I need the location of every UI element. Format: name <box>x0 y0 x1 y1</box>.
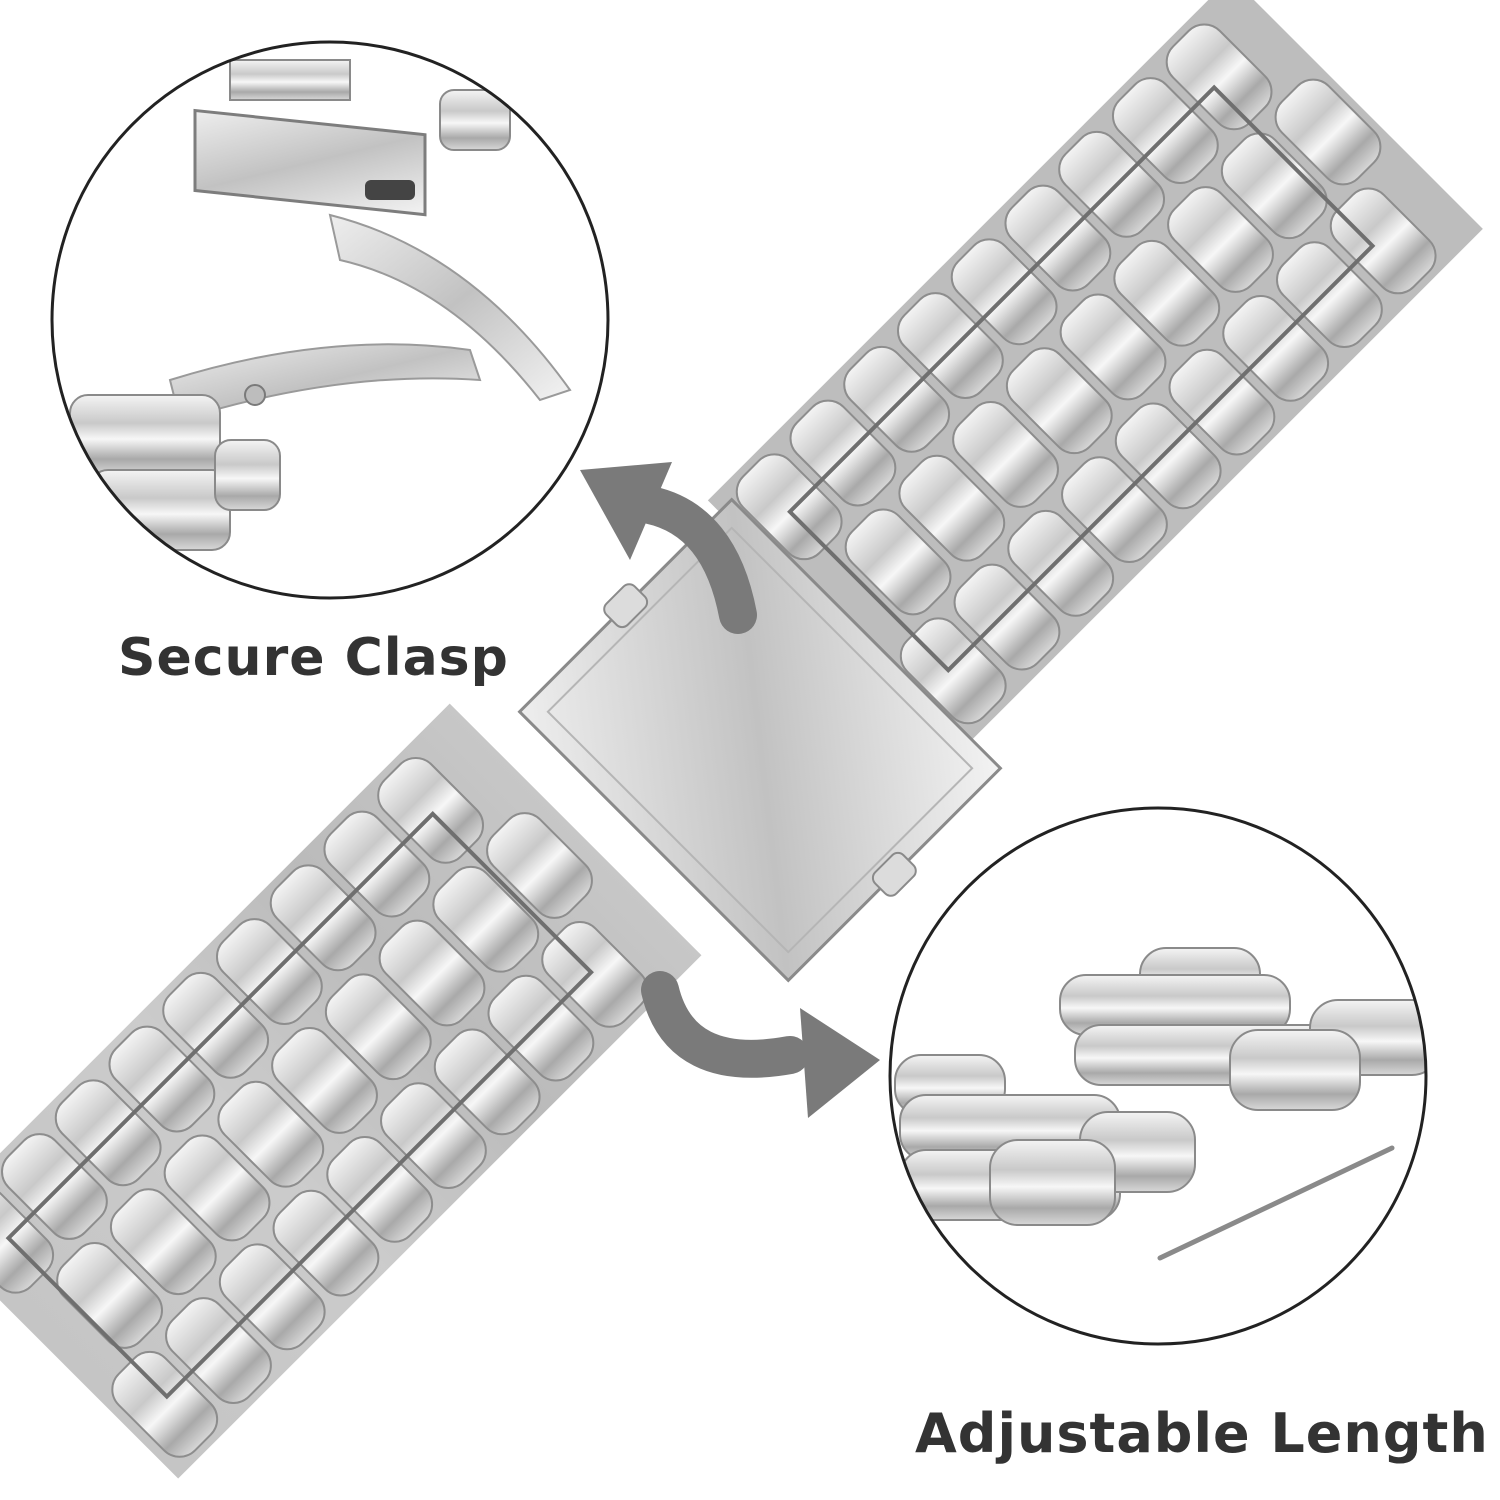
clasp-pin <box>244 384 266 406</box>
caption-adjustable-length: Adjustable Length <box>915 1402 1489 1465</box>
band-clasp <box>517 497 1003 983</box>
caption-secure-clasp: Secure Clasp <box>118 628 509 688</box>
clasp-buckle <box>193 59 511 217</box>
arrow-to-clasp <box>580 462 757 634</box>
band-lower-segment <box>0 703 702 1479</box>
links-detail-inset <box>888 806 1428 1346</box>
link-group-lower <box>894 1054 1196 1226</box>
clasp-links <box>69 394 281 551</box>
spring-pin <box>1157 1145 1395 1261</box>
arrow-to-links <box>641 971 880 1118</box>
clasp-detail-inset <box>50 40 610 600</box>
clasp-arm <box>328 213 572 402</box>
link-group-upper <box>1059 947 1426 1111</box>
band-upper-segment <box>707 0 1483 753</box>
